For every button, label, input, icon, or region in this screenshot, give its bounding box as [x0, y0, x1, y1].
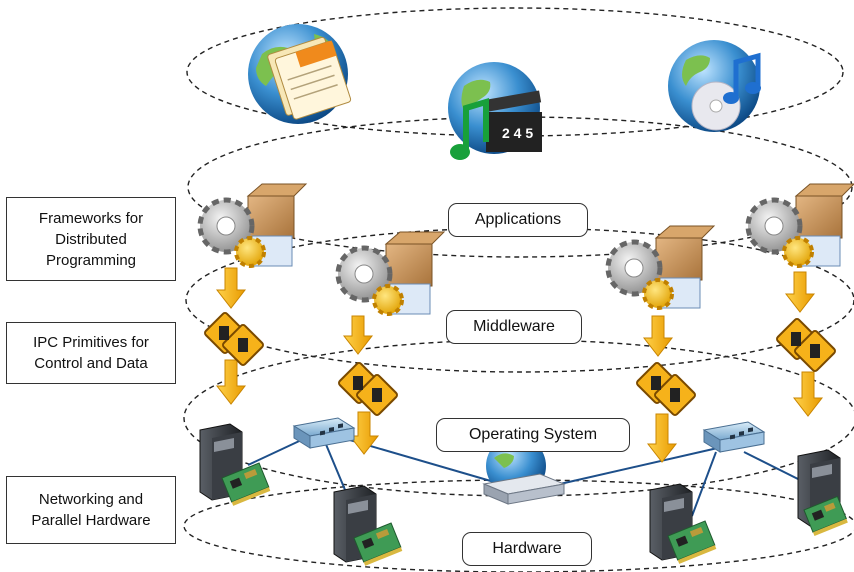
gear-package-icon — [745, 183, 854, 268]
flow-arrow-icon — [784, 271, 816, 313]
os-layer-label: Operating System — [436, 418, 630, 452]
gear-package-icon — [197, 183, 308, 268]
middleware-layer-ellipse — [185, 227, 854, 373]
ipc-sign-icon — [204, 312, 264, 366]
flow-arrow-icon — [792, 371, 824, 417]
network-card-icon — [667, 520, 717, 564]
globe-music-icon — [668, 40, 761, 132]
flow-arrow-icon — [215, 359, 247, 405]
globe-media-icon: 2 4 5 — [448, 62, 542, 160]
gear-package-icon — [605, 225, 716, 310]
gear-package-icon — [335, 231, 446, 316]
ipc-sign-icon — [338, 362, 398, 416]
flow-arrows — [215, 267, 824, 463]
flow-arrow-icon — [646, 413, 678, 463]
flow-arrow-icon — [215, 267, 247, 309]
frameworks-label-box: Frameworks for Distributed Programming — [6, 197, 176, 281]
applications-layer-label: Applications — [448, 203, 588, 237]
flow-arrow-icon — [348, 411, 380, 455]
ipc-label: IPC Primitives for Control and Data — [33, 334, 149, 372]
frameworks-label: Frameworks for Distributed Programming — [38, 209, 144, 269]
hardware-layer-label: Hardware — [462, 532, 592, 566]
globe-mail-icon — [248, 24, 352, 124]
network-switch-icon — [702, 421, 766, 453]
applications-layer-ellipse — [187, 116, 853, 258]
flow-arrow-icon — [642, 315, 674, 357]
networking-label-box: Networking and Parallel Hardware — [6, 476, 176, 544]
svg-text:2 4 5: 2 4 5 — [502, 125, 533, 141]
network-card-icon — [803, 495, 848, 536]
ipc-sign-icon — [776, 318, 836, 372]
ipc-sign-icon — [636, 362, 696, 416]
network-card-icon — [353, 522, 403, 566]
network-card-icon — [221, 462, 271, 506]
ipc-label-box: IPC Primitives for Control and Data — [6, 322, 176, 384]
networking-label: Networking and Parallel Hardware — [31, 491, 151, 529]
middleware-layer-label: Middleware — [446, 310, 582, 344]
flow-arrow-icon — [342, 315, 374, 355]
network-switch-icon — [292, 417, 356, 449]
